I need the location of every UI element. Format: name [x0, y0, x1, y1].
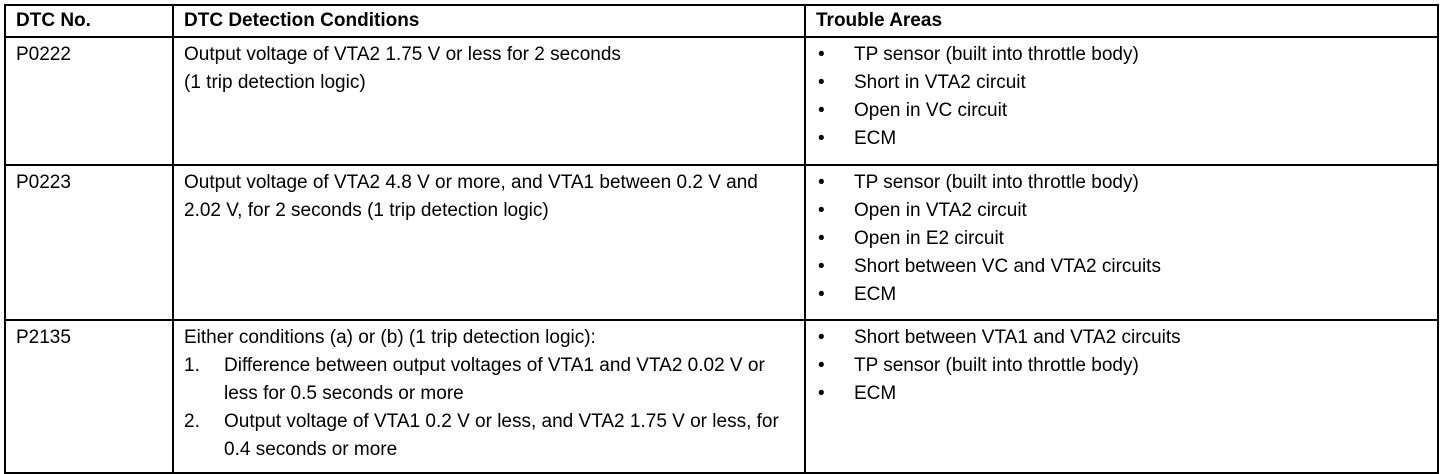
trouble-area-text: TP sensor (built into throttle body)	[854, 355, 1139, 376]
trouble-area-text: ECM	[854, 383, 897, 404]
bullet-icon: •	[818, 72, 825, 93]
detection-conditions: Either conditions (a) or (b) (1 trip det…	[172, 319, 806, 474]
condition-text: Output voltage of VTA2 1.75 V or less fo…	[184, 44, 621, 65]
condition-step: 1. Difference between output voltages of …	[184, 352, 792, 408]
list-item: • Short between VC and VTA2 circuits	[816, 253, 1437, 281]
bullet-icon: •	[818, 172, 825, 193]
trouble-areas: • TP sensor (built into throttle body) • Op…	[804, 164, 1439, 321]
bullet-icon: •	[818, 228, 825, 249]
trouble-area-list: • TP sensor (built into throttle body) • Op…	[816, 169, 1437, 309]
list-item: • Open in E2 circuit	[816, 225, 1437, 253]
step-text: Output voltage of VTA1 0.2 V or less, an…	[224, 411, 779, 460]
step-number: 2.	[184, 411, 200, 432]
trouble-areas: • TP sensor (built into throttle body) • Sh…	[804, 36, 1439, 166]
trouble-areas: • Short between VTA1 and VTA2 circuits • TP…	[804, 319, 1439, 474]
bullet-icon: •	[818, 284, 825, 305]
trouble-area-text: TP sensor (built into throttle body)	[854, 172, 1139, 193]
trouble-area-text: Open in E2 circuit	[854, 228, 1004, 249]
list-item: • Open in VTA2 circuit	[816, 197, 1437, 225]
step-number: 1.	[184, 355, 200, 376]
dtc-code: P2135	[4, 319, 174, 474]
bullet-icon: •	[818, 44, 825, 65]
list-item: • ECM	[816, 281, 1437, 309]
list-item: • Short in VTA2 circuit	[816, 69, 1437, 97]
table-row: P2135 Either conditions (a) or (b) (1 tri…	[4, 319, 1439, 474]
condition-step: 2. Output voltage of VTA1 0.2 V or less, …	[184, 408, 792, 464]
bullet-icon: •	[818, 128, 825, 149]
bullet-icon: •	[818, 200, 825, 221]
dtc-code: P0223	[4, 164, 174, 321]
condition-text: Output voltage of VTA2 4.8 V or more, an…	[184, 172, 758, 221]
table-header-row: DTC No. DTC Detection Conditions Trouble…	[4, 4, 1439, 38]
dtc-table: DTC No. DTC Detection Conditions Trouble…	[4, 4, 1439, 474]
trouble-area-text: TP sensor (built into throttle body)	[854, 44, 1139, 65]
list-item: • ECM	[816, 125, 1437, 153]
trouble-area-text: Short in VTA2 circuit	[854, 72, 1026, 93]
bullet-icon: •	[818, 355, 825, 376]
trouble-area-text: ECM	[854, 128, 897, 149]
list-item: • TP sensor (built into throttle body)	[816, 41, 1437, 69]
header-detection-conditions: DTC Detection Conditions	[172, 4, 806, 38]
detection-conditions: Output voltage of VTA2 1.75 V or less fo…	[172, 36, 806, 166]
bullet-icon: •	[818, 100, 825, 121]
list-item: • ECM	[816, 380, 1437, 408]
bullet-icon: •	[818, 383, 825, 404]
table-body: P0222 Output voltage of VTA2 1.75 V or le…	[4, 36, 1439, 474]
header-trouble-areas: Trouble Areas	[804, 4, 1439, 38]
detection-conditions: Output voltage of VTA2 4.8 V or more, an…	[172, 164, 806, 321]
bullet-icon: •	[818, 327, 825, 348]
list-item: • Short between VTA1 and VTA2 circuits	[816, 324, 1437, 352]
list-item: • TP sensor (built into throttle body)	[816, 352, 1437, 380]
condition-text: Either conditions (a) or (b) (1 trip det…	[184, 327, 596, 348]
step-text: Difference between output voltages of VT…	[224, 355, 765, 404]
dtc-code: P0222	[4, 36, 174, 166]
table-row: P0222 Output voltage of VTA2 1.75 V or le…	[4, 36, 1439, 166]
trouble-area-text: Open in VC circuit	[854, 100, 1008, 121]
trouble-area-list: • Short between VTA1 and VTA2 circuits • TP…	[816, 324, 1437, 408]
header-dtc-no: DTC No.	[4, 4, 174, 38]
list-item: • TP sensor (built into throttle body)	[816, 169, 1437, 197]
trouble-area-text: Open in VTA2 circuit	[854, 200, 1027, 221]
list-item: • Open in VC circuit	[816, 97, 1437, 125]
trouble-area-list: • TP sensor (built into throttle body) • Sh…	[816, 41, 1437, 153]
condition-steps: 1. Difference between output voltages of …	[184, 352, 792, 464]
trouble-area-text: Short between VTA1 and VTA2 circuits	[854, 327, 1181, 348]
bullet-icon: •	[818, 256, 825, 277]
condition-text: (1 trip detection logic)	[184, 72, 366, 93]
trouble-area-text: Short between VC and VTA2 circuits	[854, 256, 1161, 277]
trouble-area-text: ECM	[854, 284, 897, 305]
